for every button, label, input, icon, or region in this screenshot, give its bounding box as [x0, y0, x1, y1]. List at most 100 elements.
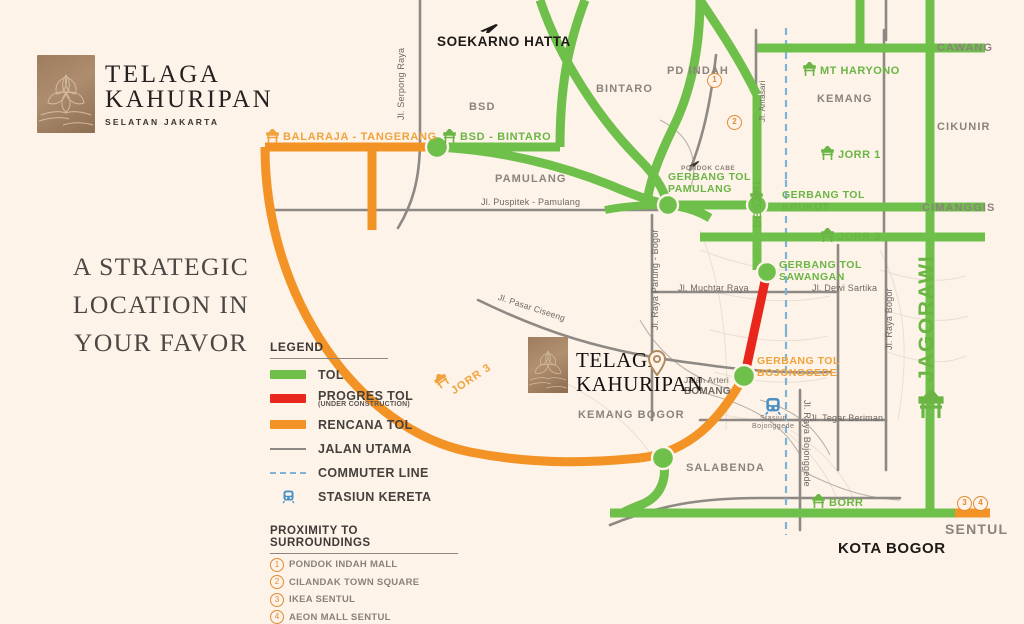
tol-color-swatch	[270, 370, 306, 379]
toll-gate-label-krukut-line1: GERBANG TOL	[782, 189, 865, 201]
city-label-kota-bogor: KOTA BOGOR	[838, 540, 946, 557]
legend-title: LEGEND	[270, 340, 388, 359]
legend-label: PROGRES TOL	[318, 389, 414, 403]
area-label-bsd: BSD	[469, 101, 496, 113]
progres-tol-route	[740, 271, 772, 375]
toll-gate-label-bojonggede-line1: GERBANG TOL	[757, 355, 840, 367]
airport-label-soekarno-hatta: SOEKARNO HATTA	[437, 34, 571, 49]
road-label-raya-bojonggede: Jl. Raya Bojonggede	[802, 400, 812, 487]
location-pin-icon	[647, 349, 667, 381]
jalan-utama-line-icon	[270, 447, 306, 450]
toll-gate-label-pamulang-line2: PAMULANG	[668, 183, 732, 195]
road-label-dewi-sartika: Jl. Dewi Sartika	[812, 283, 878, 293]
legend-item-rencana-tol: RENCANA TOL	[270, 416, 470, 433]
road-label-antasari: Jl. Antasari	[758, 80, 767, 122]
legend-item-tol: TOL	[270, 366, 470, 383]
legend-item-jalan-utama: JALAN UTAMA	[270, 440, 470, 457]
legend-label: RENCANA TOL	[318, 417, 413, 432]
legend-item-commuter-line: COMMUTER LINE	[270, 464, 470, 481]
site-marker-name: TELAGA KAHURIPAN	[576, 348, 703, 396]
toll-gate-label-mt-haryono: MT HARYONO	[820, 65, 900, 77]
toll-gate-label-bsd-bintaro: BSD - BINTARO	[460, 131, 552, 143]
road-label-puspitek-pamulang: Jl. Puspitek - Pamulang	[481, 197, 581, 207]
airport-label-pondok-cabe: PONDOK CABE	[681, 165, 736, 172]
proximity-number: 1	[270, 557, 284, 572]
road-label-raya-parung-bogor: Jl. Raya Parung - Bogor	[650, 229, 660, 330]
brand-logo-mark	[37, 55, 95, 133]
toll-gate-icon-desari	[750, 188, 763, 209]
legend-item-progres-tol: PROGRES TOL (UNDER CONSTRUCTION)	[270, 389, 470, 408]
legend-label: STASIUN KERETA	[318, 489, 432, 504]
commuter-dashed-line-icon	[270, 471, 306, 474]
site-name-line2: KAHURIPAN	[576, 372, 704, 396]
proximity-item: 4 AEON MALL SENTUL	[270, 610, 470, 624]
map-pin-2: 2	[727, 115, 742, 130]
legend-label: TOL	[318, 367, 344, 382]
legend-item-stasiun-kereta: STASIUN KERETA	[270, 488, 470, 505]
brand-tagline: SELATAN JAKARTA	[105, 117, 220, 127]
toll-gate-icon-jorr3	[432, 371, 453, 394]
toll-gate-label-krukut-line2: KRUKUT	[782, 201, 830, 213]
toll-gate-icon-borr	[812, 492, 825, 513]
lotus-flower-icon	[38, 74, 94, 126]
road-label-serpong-raya: Jl. Serpong Raya	[396, 47, 406, 120]
site-logo-mark	[528, 337, 568, 393]
tol-routes	[436, 0, 985, 518]
proximity-number: 3	[270, 592, 284, 607]
proximity-number: 4	[270, 610, 284, 624]
proximity-item: 1 PONDOK INDAH MALL	[270, 557, 470, 572]
proximity-title: PROXIMITY TO SURROUNDINGS	[270, 525, 458, 554]
toll-gate-label-balaraja: BALARAJA - TANGERANG	[283, 131, 437, 143]
toll-gate-label-bojonggede-line2: BOJONGGEDE	[757, 367, 838, 379]
proximity-label: AEON MALL SENTUL	[289, 611, 391, 623]
page-headline: A STRATEGIC LOCATION IN YOUR FAVOR	[72, 252, 250, 357]
area-label-salabenda: SALABENDA	[686, 462, 765, 474]
map-pin-4: 4	[973, 496, 988, 511]
station-label-line1: Stasiun	[760, 415, 787, 422]
map-pin-1: 1	[707, 73, 722, 88]
toll-road-label-jagorawi: JAGORAWI	[915, 254, 938, 382]
toll-gate-icon-jorr2	[821, 226, 834, 247]
brand-name-line1: TELAGA	[105, 61, 221, 88]
toll-gate-label-pamulang-line1: GERBANG TOL	[668, 171, 751, 183]
road-label-raya-bogor: Jl. Raya Bogor	[884, 288, 894, 350]
junction-nodes	[424, 134, 779, 471]
proximity-number: 2	[270, 575, 284, 589]
area-label-bintaro: BINTARO	[596, 83, 653, 95]
legend-sublabel: (UNDER CONSTRUCTION)	[318, 401, 410, 408]
area-label-pamulang: PAMULANG	[495, 173, 567, 185]
road-label-tegar-beriman: Jl. Tegar Beriman	[810, 413, 884, 423]
brand-name-line2: KAHURIPAN	[105, 86, 274, 113]
train-station-icon	[270, 489, 306, 504]
toll-gate-icon-balaraja	[266, 127, 279, 148]
proximity-label: PONDOK INDAH MALL	[289, 559, 398, 570]
area-label-cikunir: CIKUNIR	[937, 121, 991, 133]
legend-label: JALAN UTAMA	[318, 441, 412, 456]
airplane-icon-soekarno-hatta	[479, 22, 499, 41]
toll-gate-label-jorr1: JORR 1	[838, 149, 881, 161]
road-label-muchtar-raya: Jl. Muchtar Raya	[678, 283, 749, 293]
proximity-label: CILANDAK TOWN SQUARE	[289, 576, 420, 588]
rencana-tol-color-swatch	[270, 420, 306, 429]
area-label-cawang: CAWANG	[937, 42, 994, 54]
road-label-bomang-line2: BOMANG	[684, 386, 731, 397]
proximity-item: 3 IKEA SENTUL	[270, 592, 470, 607]
map-pin-3: 3	[957, 496, 972, 511]
station-icon-bojonggede	[763, 396, 783, 421]
site-name-line1: TELAGA	[576, 348, 664, 372]
toll-gate-icon-jorr1	[821, 144, 834, 165]
progres-tol-color-swatch	[270, 394, 306, 403]
toll-gate-label-sawangan-line2: SAWANGAN	[779, 271, 845, 283]
toll-gate-label-jorr2: JORR 2	[838, 231, 881, 243]
area-label-cimanggis: CIMANGGIS	[922, 202, 996, 214]
area-label-kemang-bogor: KEMANG BOGOR	[578, 409, 685, 421]
station-label-line2: Bojonggede	[752, 423, 795, 430]
area-label-sentul: SENTUL	[945, 521, 1009, 537]
toll-gate-label-sawangan-line1: GERBANG TOL	[779, 259, 862, 271]
toll-gate-icon-bsd-bintaro	[443, 127, 456, 148]
toll-gate-icon-mt-haryono	[803, 60, 816, 81]
toll-gate-label-borr: BORR	[829, 497, 864, 509]
toll-gate-icon-jagorawi	[918, 387, 944, 423]
toll-road-label-desari: DESARI	[752, 180, 764, 228]
road-label-bomang-line1: Jalan Arteri	[684, 375, 729, 385]
